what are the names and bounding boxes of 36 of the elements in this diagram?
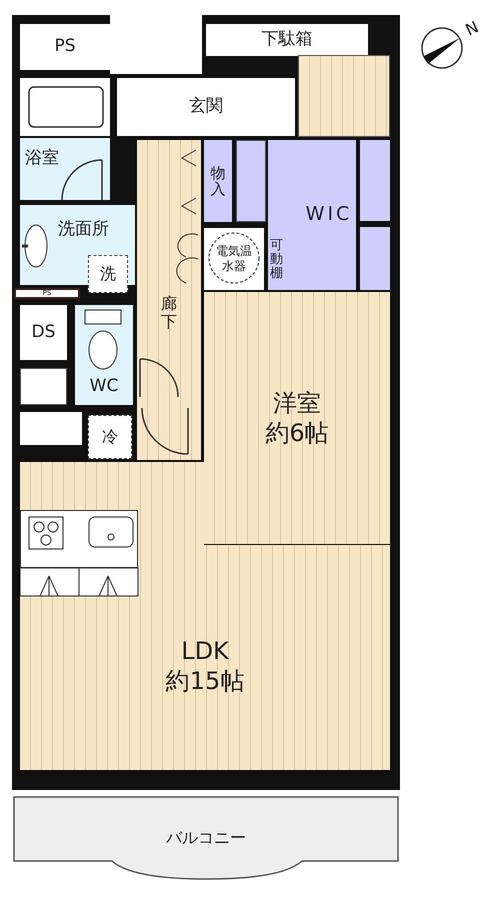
room-label: 浴室 [25,148,59,170]
entrance-area [117,78,295,136]
closet-area [268,140,390,290]
compass-letter: N [462,16,482,40]
room-label: 下駄箱 [262,29,312,51]
room-label: 約15帖 [166,666,244,696]
fridge-space [88,415,132,459]
bathroom-area [20,138,110,200]
storage-room [20,24,110,70]
room-label: 冷 [102,427,118,447]
room-floor [204,292,390,544]
duct-space [14,288,80,299]
room-label: DS [32,322,56,344]
storage-box [20,368,67,405]
room-label: 玄関 [189,96,223,118]
room-label: 洗面所 [58,219,109,240]
room-label: 廊下 [160,295,178,330]
room-label: PS [54,36,76,58]
washer-space [88,255,128,293]
hallway-floor [137,140,201,460]
room-label: 可動棚 [270,238,284,282]
room-label: 電気温水器 [215,244,253,274]
closet-area [204,140,232,222]
room-label: 約6帖 [265,418,329,448]
water-heater-area [204,228,264,290]
room-label: WC [90,376,118,397]
shoe-cabinet [206,24,368,56]
toilet-room [75,305,133,405]
room-label: WIC [306,203,352,227]
room-label: 洋室 [273,388,321,418]
room-label: 洗 [100,264,116,284]
room-label: 物入 [210,164,226,198]
duct-space [20,305,67,360]
shelf-area [236,140,266,222]
floor-area [298,55,390,137]
room-label: LDK [181,636,229,666]
